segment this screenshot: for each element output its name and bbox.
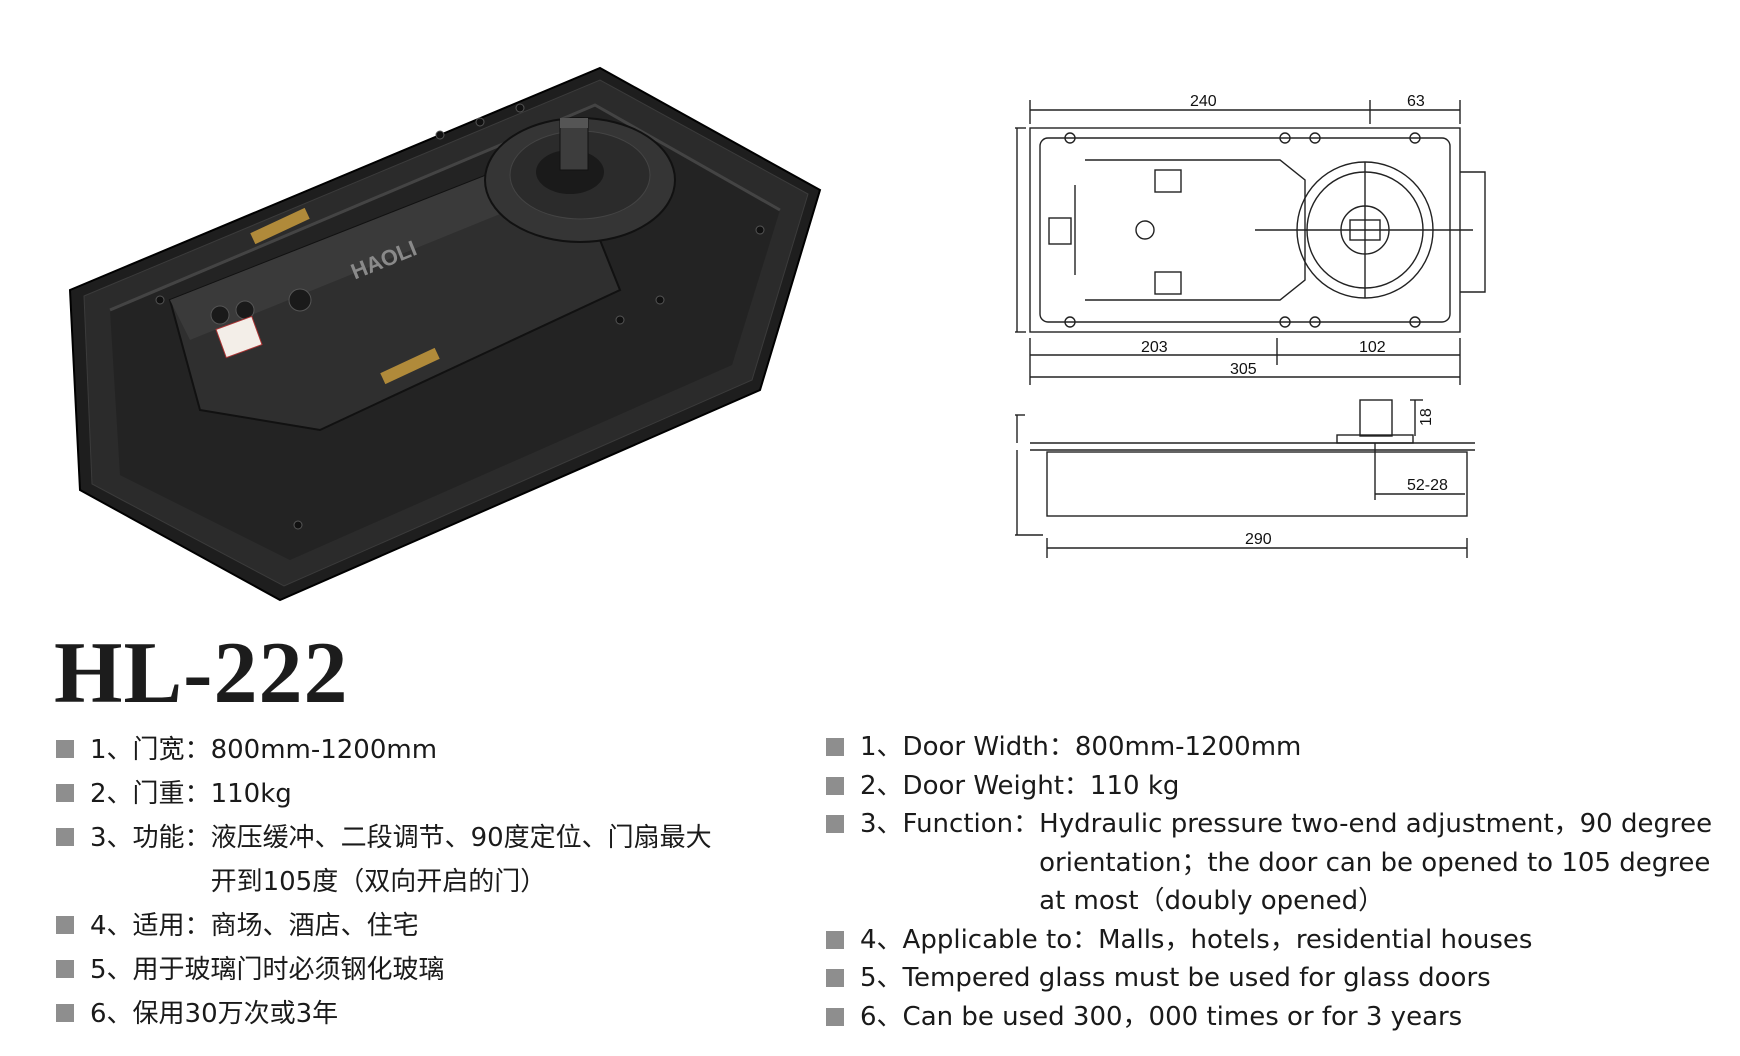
dim-305: 305 xyxy=(1230,361,1257,378)
bullet-square-icon xyxy=(826,738,844,756)
bullet-square-icon xyxy=(56,740,74,758)
spec-item: 2、 Door Weight： 110 kg xyxy=(826,767,1726,806)
bullet-square-icon xyxy=(826,969,844,987)
technical-drawing: 240 63 146 203 102 305 12 18 52 52-28 3 … xyxy=(1015,93,1486,558)
dim-203: 203 xyxy=(1141,339,1168,356)
bullet-square-icon xyxy=(56,960,74,978)
spec-item: 1、 Door Width： 800mm-1200mm xyxy=(826,728,1726,767)
bullet-square-icon xyxy=(56,916,74,934)
side-view-outline xyxy=(1046,451,1468,517)
dim-18: 18 xyxy=(1418,408,1435,426)
spec-item: 3、 功能： 液压缓冲、二段调节、90度定位、门扇最大 开到105度（双向开启的… xyxy=(56,816,776,904)
dim-240: 240 xyxy=(1190,93,1217,110)
dim-290: 290 xyxy=(1245,531,1272,548)
spec-item: 1、 门宽： 800mm-1200mm xyxy=(56,728,776,772)
bullet-square-icon xyxy=(826,1007,844,1026)
spindle-drum xyxy=(484,117,676,243)
spec-item: 6、 Can be used 300，000 times or for 3 ye… xyxy=(826,998,1726,1037)
adjustment-screws xyxy=(210,207,440,385)
spec-list-english: 1、 Door Width： 800mm-1200mm 2、 Door Weig… xyxy=(826,728,1726,1036)
dim-63: 63 xyxy=(1407,93,1425,110)
spec-item: 3、 Function： Hydraulic pressure two-end … xyxy=(826,805,1726,921)
bullet-square-icon xyxy=(826,930,844,949)
bullet-square-icon xyxy=(56,784,74,802)
dim-52-28: 52-28 xyxy=(1407,477,1448,494)
bullet-square-icon xyxy=(56,828,74,846)
dim-102: 102 xyxy=(1359,339,1386,356)
spec-item: 5、 用于玻璃门时必须钢化玻璃 xyxy=(56,948,776,992)
model-number: HL-222 xyxy=(54,625,349,722)
product-sticker xyxy=(215,315,263,359)
spec-item: 2、 门重： 110kg xyxy=(56,772,776,816)
bullet-square-icon xyxy=(826,815,844,833)
spec-item: 6、 保用30万次或3年 xyxy=(56,992,776,1036)
product-photo: HAOLI xyxy=(68,66,822,602)
bullet-square-icon xyxy=(826,776,844,795)
spec-item: 4、 Applicable to： Malls，hotels，residenti… xyxy=(826,921,1726,960)
spec-item: 5、 Tempered glass must be used for glass… xyxy=(826,959,1726,998)
spec-list-chinese: 1、 门宽： 800mm-1200mm 2、 门重： 110kg 3、 功能： … xyxy=(56,728,776,1036)
bullet-square-icon xyxy=(56,1004,74,1022)
spec-item: 4、 适用： 商场、酒店、住宅 xyxy=(56,904,776,948)
